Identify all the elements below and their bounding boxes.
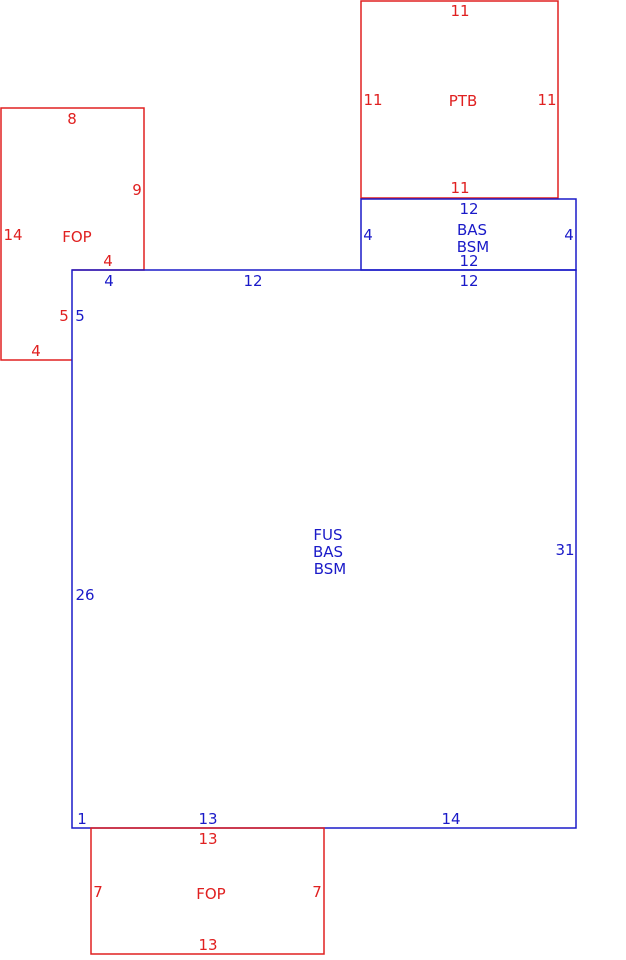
area-bas-bsm-top: BAS BSM 12 4 4 12 xyxy=(360,198,577,271)
ptb-dim-right: 11 xyxy=(537,91,556,109)
fop-left-dim-inner-side: 5 xyxy=(59,307,69,325)
fop-bottom-label: FOP xyxy=(196,885,225,903)
fop-bottom-dim-left: 7 xyxy=(93,883,103,901)
bas-bsm-top-dim-left: 4 xyxy=(363,226,373,244)
fop-left-dim-bottom: 4 xyxy=(31,342,41,360)
main-label-1: FUS xyxy=(313,526,342,544)
ptb-label: PTB xyxy=(449,92,478,110)
fop-left-dim-right: 9 xyxy=(132,181,142,199)
ptb-outline xyxy=(360,0,559,199)
main-dim-left-upper: 5 xyxy=(75,307,85,325)
ptb-dim-top: 11 xyxy=(450,2,469,20)
fop-left-dim-inner-top: 4 xyxy=(103,252,113,270)
main-dim-left: 26 xyxy=(75,586,94,604)
main-dim-bottom-left: 1 xyxy=(77,810,87,828)
fop-bottom-dim-bottom: 13 xyxy=(198,936,217,954)
fop-bottom-dim-top: 13 xyxy=(198,830,217,848)
main-dim-bottom-mid: 13 xyxy=(198,810,217,828)
area-fop-bottom: FOP 13 7 7 13 xyxy=(90,827,325,955)
area-main: FUS BAS BSM 4 12 12 5 31 26 1 13 14 xyxy=(71,269,577,829)
bas-bsm-top-label-1: BAS xyxy=(457,221,487,239)
main-dim-bottom-right: 14 xyxy=(441,810,460,828)
main-label-2: BAS xyxy=(313,543,343,561)
main-dim-top-right: 12 xyxy=(459,272,478,290)
bas-bsm-top-label-2: BSM xyxy=(457,238,490,256)
main-dim-top-mid: 12 xyxy=(243,272,262,290)
ptb-dim-bottom: 11 xyxy=(450,179,469,197)
main-label-3: BSM xyxy=(314,560,347,578)
area-ptb: PTB 11 11 11 11 xyxy=(360,0,559,199)
fop-left-label: FOP xyxy=(62,228,91,246)
ptb-dim-left: 11 xyxy=(363,91,382,109)
fop-bottom-dim-right: 7 xyxy=(312,883,322,901)
bas-bsm-top-dim-bottom: 12 xyxy=(459,252,478,270)
main-dim-right: 31 xyxy=(555,541,574,559)
fop-left-dim-left: 14 xyxy=(3,226,22,244)
fop-left-dim-top: 8 xyxy=(67,110,77,128)
fop-bottom-outline xyxy=(90,827,325,955)
bas-bsm-top-dim-top: 12 xyxy=(459,200,478,218)
bas-bsm-top-dim-right: 4 xyxy=(564,226,574,244)
main-dim-top-left: 4 xyxy=(104,272,114,290)
